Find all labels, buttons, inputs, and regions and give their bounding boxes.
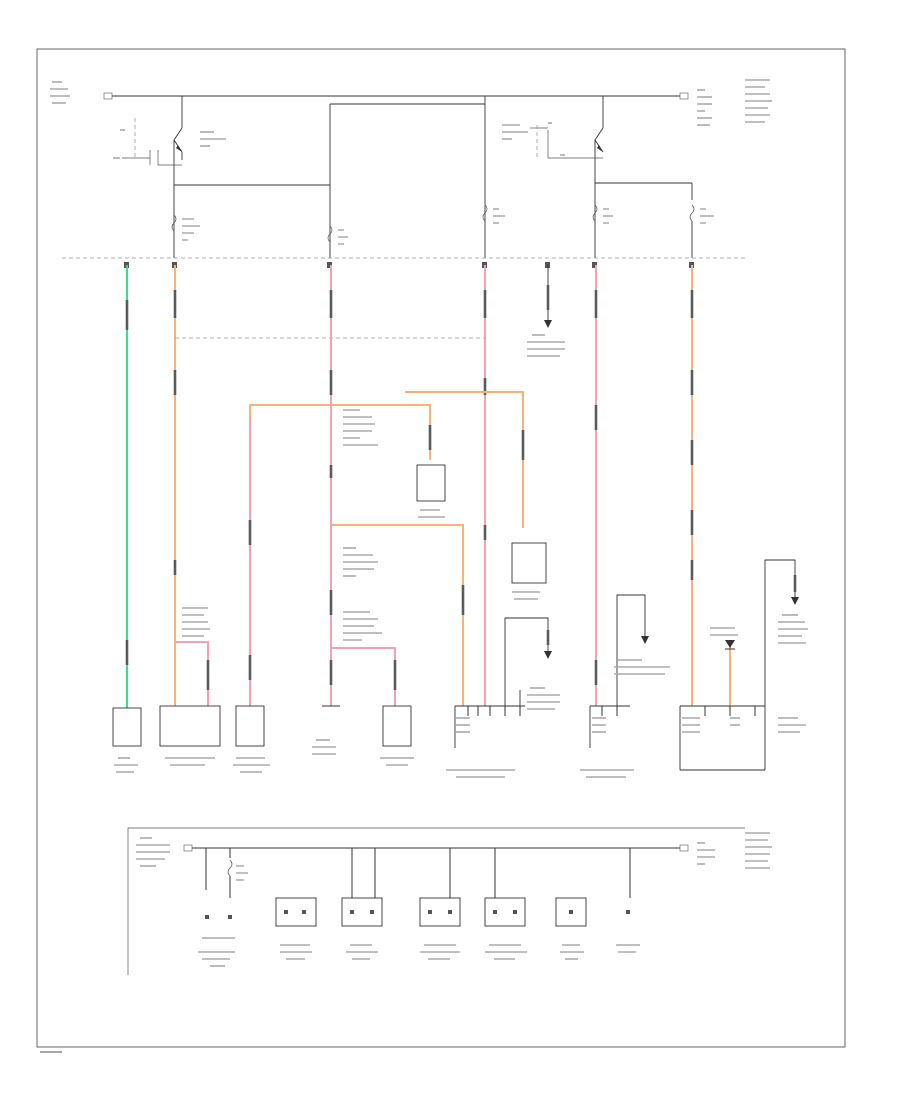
top-right-label-lines <box>697 79 772 126</box>
fuse-2 <box>327 225 333 243</box>
relay-box-a <box>198 915 235 967</box>
relay-box-c <box>341 897 383 960</box>
fuse-1 <box>171 214 177 232</box>
orange-subbranch <box>175 641 210 706</box>
top-power-bus <box>50 79 772 126</box>
fuel-pump-loop <box>679 559 808 771</box>
relay-box-b <box>275 897 317 960</box>
top-left-label-lines <box>50 81 70 104</box>
diagram-frame <box>36 48 846 1048</box>
center-feed <box>174 96 486 258</box>
mid-labels <box>182 409 382 641</box>
component-box-3 <box>235 705 265 747</box>
bottom-relay-section <box>127 827 772 975</box>
component-box-2 <box>159 705 221 747</box>
left-relay <box>113 96 226 258</box>
top-bus-end-arrow-right <box>679 92 689 100</box>
right-relay <box>502 96 692 258</box>
relay-box-f <box>555 897 587 960</box>
diode <box>710 627 738 706</box>
fuse-5 <box>689 183 695 258</box>
relay-box-d <box>419 897 461 960</box>
ground-feed-b <box>614 594 670 706</box>
fuses-row <box>171 183 714 258</box>
top-bus-end-arrow-left <box>103 92 113 100</box>
bottom-components <box>112 705 765 778</box>
connector-pins <box>124 262 694 268</box>
fuse-4 <box>592 204 598 222</box>
ground-feed-a <box>504 617 560 710</box>
mid-box-2 <box>511 542 547 600</box>
relay-box-e <box>484 897 527 960</box>
fuse-3 <box>482 204 488 222</box>
pink-wire-4 <box>405 265 525 706</box>
mid-box-1 <box>416 464 446 518</box>
black-wire-5 <box>527 265 565 357</box>
pink-wire-3 <box>329 265 465 706</box>
component-box-6-bracket <box>589 705 630 748</box>
pink-orange-wire-2 <box>248 404 431 706</box>
relay-box-g <box>616 910 640 953</box>
component-box-1 <box>112 707 142 747</box>
component-box-4 <box>382 705 412 747</box>
